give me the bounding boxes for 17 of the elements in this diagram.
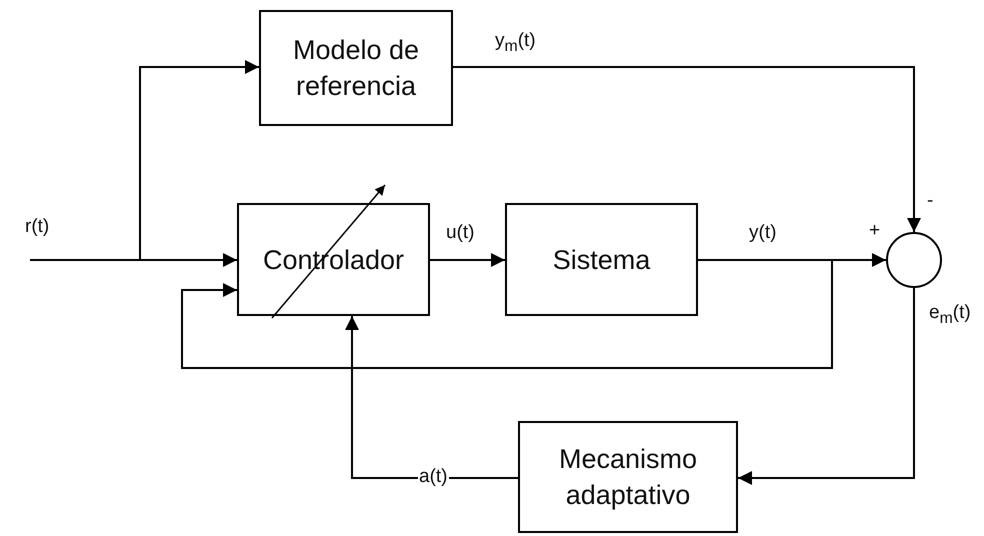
block-label: Sistema [552,244,650,276]
arrow [453,66,921,232]
edge-label: y(t) [748,222,778,244]
process-box [505,203,698,316]
edge-label: a(t) [418,466,448,488]
arrow [30,60,259,261]
arrow [430,253,505,267]
arrow [738,288,915,485]
block-label: Modelo de referencia [292,34,420,103]
arrow [181,259,833,369]
summing-junction [886,232,942,288]
process-box [259,10,453,126]
arrow [345,316,518,479]
edge-label: u(t) [445,222,476,244]
process-box [518,421,738,533]
block-label: Mecanismo adaptativo [558,443,698,512]
edge-label: r(t) [24,216,50,238]
